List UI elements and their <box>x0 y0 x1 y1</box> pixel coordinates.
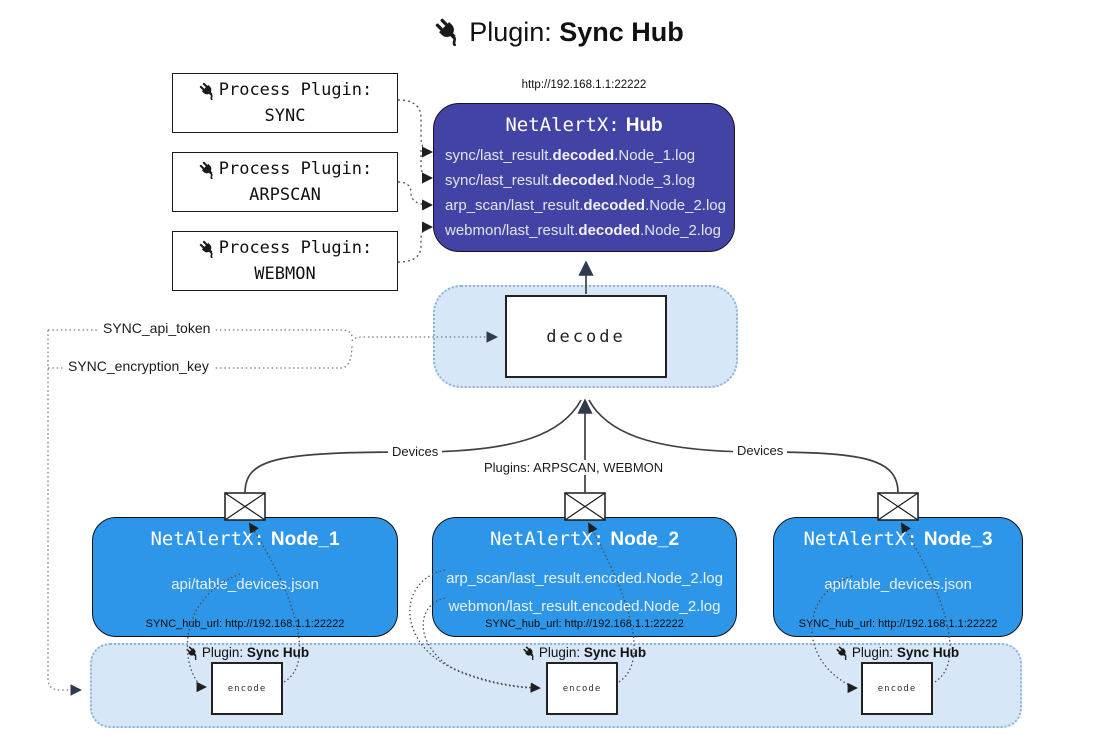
hub-log-line: sync/last_result.decoded.Node_3.log <box>445 172 696 189</box>
encode-box-1: encode <box>211 662 283 715</box>
envelope-icon <box>564 492 606 521</box>
plug-icon <box>198 160 217 179</box>
devices-right-label: Devices <box>733 443 788 458</box>
encode-box-2: encode <box>546 662 618 715</box>
hub-title-prefix: NetAlertX: <box>505 114 620 136</box>
plug-icon <box>433 16 463 46</box>
process-plugin-name: WEBMON <box>254 264 316 284</box>
node-file-line: api/table_devices.json <box>824 576 972 593</box>
hub-title: NetAlertX:Hub <box>434 114 734 137</box>
node-title: NetAlertX:Node_1 <box>150 528 340 550</box>
edge-sync-to-hub-1 <box>397 99 434 158</box>
sync-api-token-label: SYNC_api_token <box>99 320 215 336</box>
encoder-label: Plugin: Sync Hub <box>496 645 672 660</box>
process-plugin-arpscan: Process Plugin: ARPSCAN <box>172 152 398 212</box>
node-file-line: webmon/last_result.encoded.Node_2.log <box>448 598 721 615</box>
process-plugin-name: SYNC <box>264 106 306 126</box>
node-hub-url: SYNC_hub_url: http://192.168.1.1:22222 <box>485 618 684 630</box>
process-plugin-label: Process Plugin: <box>218 159 373 179</box>
node-3-box: NetAlertX:Node_3 api/table_devices.json … <box>773 517 1023 637</box>
process-plugin-name: ARPSCAN <box>249 185 321 205</box>
envelope-icon <box>224 492 266 521</box>
node-hub-url: SYNC_hub_url: http://192.168.1.1:22222 <box>798 618 998 630</box>
envelope-icon <box>877 492 919 521</box>
node-file-line: api/table_devices.json <box>171 576 319 593</box>
plug-icon <box>198 239 217 258</box>
edge-arpscan-to-hub <box>397 181 434 211</box>
sync-encryption-key-label: SYNC_encryption_key <box>64 358 213 374</box>
decode-label: decode <box>546 326 626 347</box>
encoder-label: Plugin: Sync Hub <box>159 645 335 660</box>
plugins-center-label: Plugins: ARPSCAN, WEBMON <box>480 460 668 475</box>
plug-icon <box>835 645 850 660</box>
page-title: Plugin: Sync Hub <box>0 16 1117 48</box>
node-1-box: NetAlertX:Node_1 api/table_devices.json … <box>92 517 398 637</box>
hub-log-line: arp_scan/last_result.decoded.Node_2.log <box>445 197 726 214</box>
hub-log-line: webmon/last_result.decoded.Node_2.log <box>445 222 721 239</box>
process-plugin-label: Process Plugin: <box>218 80 373 100</box>
hub-log-line: sync/last_result.decoded.Node_1.log <box>445 147 696 164</box>
node-hub-url: SYNC_hub_url: http://192.168.1.1:22222 <box>145 618 345 630</box>
process-plugin-sync: Process Plugin: SYNC <box>172 73 398 133</box>
devices-left-label: Devices <box>388 444 443 459</box>
node-2-box: NetAlertX:Node_2 arp_scan/last_result.en… <box>432 517 737 637</box>
decode-box: decode <box>505 295 667 378</box>
plug-icon <box>185 645 200 660</box>
hub-box: NetAlertX:Hub sync/last_result.decoded.N… <box>433 103 735 252</box>
encoder-label: Plugin: Sync Hub <box>809 645 985 660</box>
plug-icon <box>198 81 217 100</box>
page-title-prefix: Plugin: <box>469 17 552 47</box>
hub-url-label: http://192.168.1.1:22222 <box>521 79 647 91</box>
node-file-line: arp_scan/last_result.encoded.Node_2.log <box>446 570 723 587</box>
plug-icon <box>522 645 537 660</box>
node-title: NetAlertX:Node_3 <box>803 528 993 550</box>
process-plugin-label: Process Plugin: <box>218 238 373 258</box>
edge-webmon-to-hub <box>397 221 434 263</box>
node-title: NetAlertX:Node_2 <box>489 528 680 550</box>
hub-title-name: Hub <box>625 115 663 136</box>
encode-box-3: encode <box>861 662 933 715</box>
edge-sync-to-hub-2 <box>420 150 434 184</box>
process-plugin-webmon: Process Plugin: WEBMON <box>172 231 398 291</box>
edge-key-to-encoders <box>47 330 82 696</box>
page-title-name: Sync Hub <box>559 17 684 47</box>
